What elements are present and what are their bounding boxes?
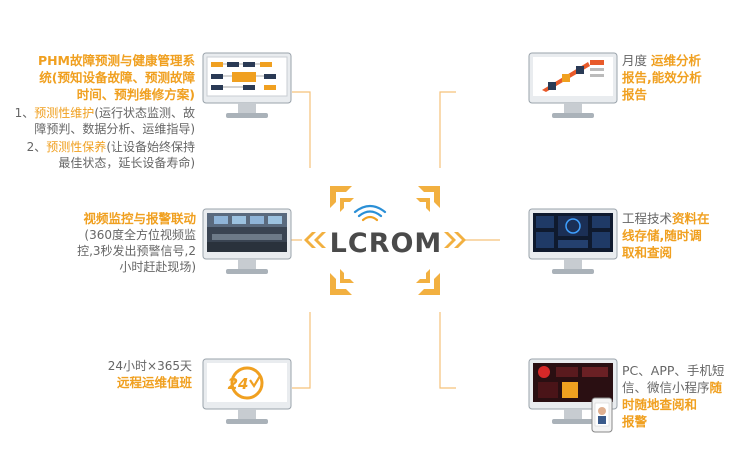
chevron-right-icon <box>444 232 466 248</box>
phm-item-2: 2、预测性保养(让设备始终保持 最佳状态，延长设备寿命) <box>26 140 195 170</box>
duty-title: 远程运维值班 <box>116 375 192 390</box>
phm-flow-diagram <box>211 62 276 90</box>
phm-item-1: 1、预测性维护(运行状态监测、故 障预判、数据分析、运维指导) <box>14 106 195 136</box>
corner-arrow-bottom-right <box>416 269 440 295</box>
corner-arrow-bottom-left <box>330 269 354 295</box>
access-line-1: PC、APP、手机短 <box>622 363 725 378</box>
corner-arrow-top-right <box>416 186 440 212</box>
connector-top-left <box>292 91 311 168</box>
clock-24h-icon: 24 <box>228 366 264 400</box>
panel-report: 月度 运维分析 报告,能效分析 报告 <box>622 53 702 102</box>
report-prefix: 月度 <box>622 53 648 68</box>
monitor-video <box>202 208 292 274</box>
phone-icon <box>591 397 613 433</box>
docs-prefix: 工程技术 <box>622 211 673 226</box>
panel-video: 视频监控与报警联动 (360度全方位视频监 控,3秒发出预警信号,2 小时赶赴现… <box>20 210 196 275</box>
duty-hours: 24小时×365天 <box>107 359 192 373</box>
monitor-24h: 24 <box>202 358 292 424</box>
video-desc: (360度全方位视频监 控,3秒发出预警信号,2 小时赶赴现场) <box>77 228 196 274</box>
docs-highlight: 资料在 <box>672 211 710 226</box>
dashboard-image <box>536 216 610 248</box>
report-highlight: 运维分析 <box>651 53 702 68</box>
svg-text:24: 24 <box>228 375 249 393</box>
panel-docs: 工程技术资料在 线存储,随时调 取和查阅 <box>622 211 710 260</box>
connector-top-right <box>439 91 456 168</box>
corner-arrow-top-left <box>330 186 354 212</box>
monitor-dashboard <box>528 208 618 274</box>
monitor-phm <box>202 52 292 118</box>
app-screens-image <box>538 366 608 398</box>
panel-phm: PHM故障预测与健康管理系 统(预知设备故障、预测故障 时间、预判维修方案) 1… <box>5 52 195 171</box>
control-room-image <box>207 213 287 252</box>
connector-bottom-left <box>292 312 311 389</box>
wifi-icon <box>353 204 387 222</box>
monitor-report <box>528 52 618 118</box>
connector-bottom-right <box>439 312 456 389</box>
panel-24h: 24小时×365天 远程运维值班 <box>20 358 192 391</box>
center-hub: LCROM <box>304 186 466 295</box>
panel-access: PC、APP、手机短 信、微信小程序随 时随地查阅和 报警 <box>622 362 746 430</box>
logo-text: LCROM <box>330 228 443 259</box>
phm-title: PHM故障预测与健康管理系 统(预知设备故障、预测故障 时间、预判维修方案) <box>37 53 195 102</box>
video-title: 视频监控与报警联动 <box>83 211 196 226</box>
chevron-left-icon <box>304 232 326 248</box>
report-chart-image <box>542 60 604 92</box>
access-line-2: 信、微信小程序 <box>622 380 710 395</box>
monitor-mobile <box>528 358 618 433</box>
